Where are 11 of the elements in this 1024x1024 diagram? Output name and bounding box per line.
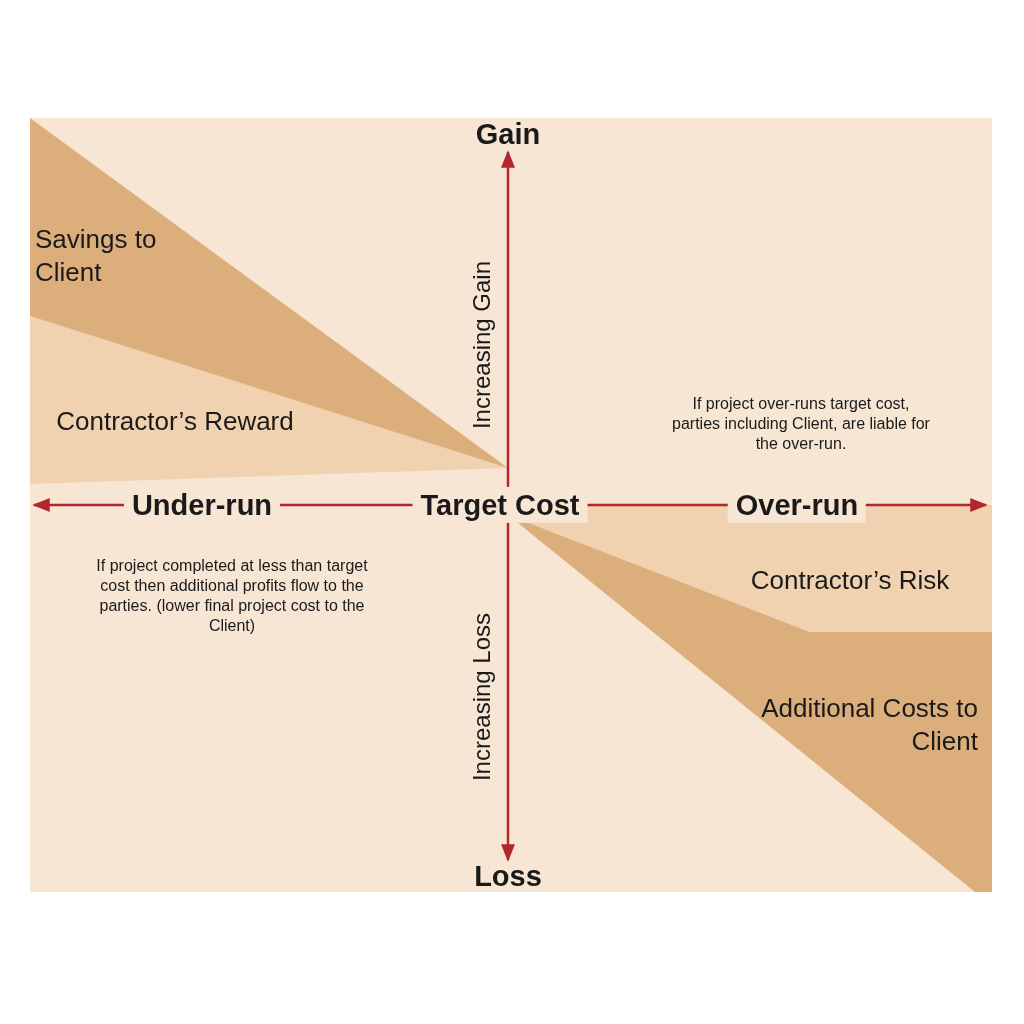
note-text: If project completed at less than target cost then additional profits flow to the parties. (lower final project cost to the Client) — [95, 556, 369, 636]
region-label: Additional Costs to Client — [760, 691, 978, 757]
region-label: Contractor’s Reward — [56, 404, 294, 438]
axis-label: Increasing Loss — [467, 612, 496, 782]
region-label: Savings to Client — [35, 222, 158, 288]
axis-label: Target Cost — [412, 486, 588, 524]
axis-label: Increasing Gain — [467, 260, 496, 430]
axis-title: Gain — [475, 116, 541, 152]
axis-title: Loss — [474, 858, 542, 894]
region-label: Contractor’s Risk — [750, 563, 950, 597]
note-text: If project over-runs target cost, parties including Client, are liable for the over-run. — [671, 394, 931, 454]
